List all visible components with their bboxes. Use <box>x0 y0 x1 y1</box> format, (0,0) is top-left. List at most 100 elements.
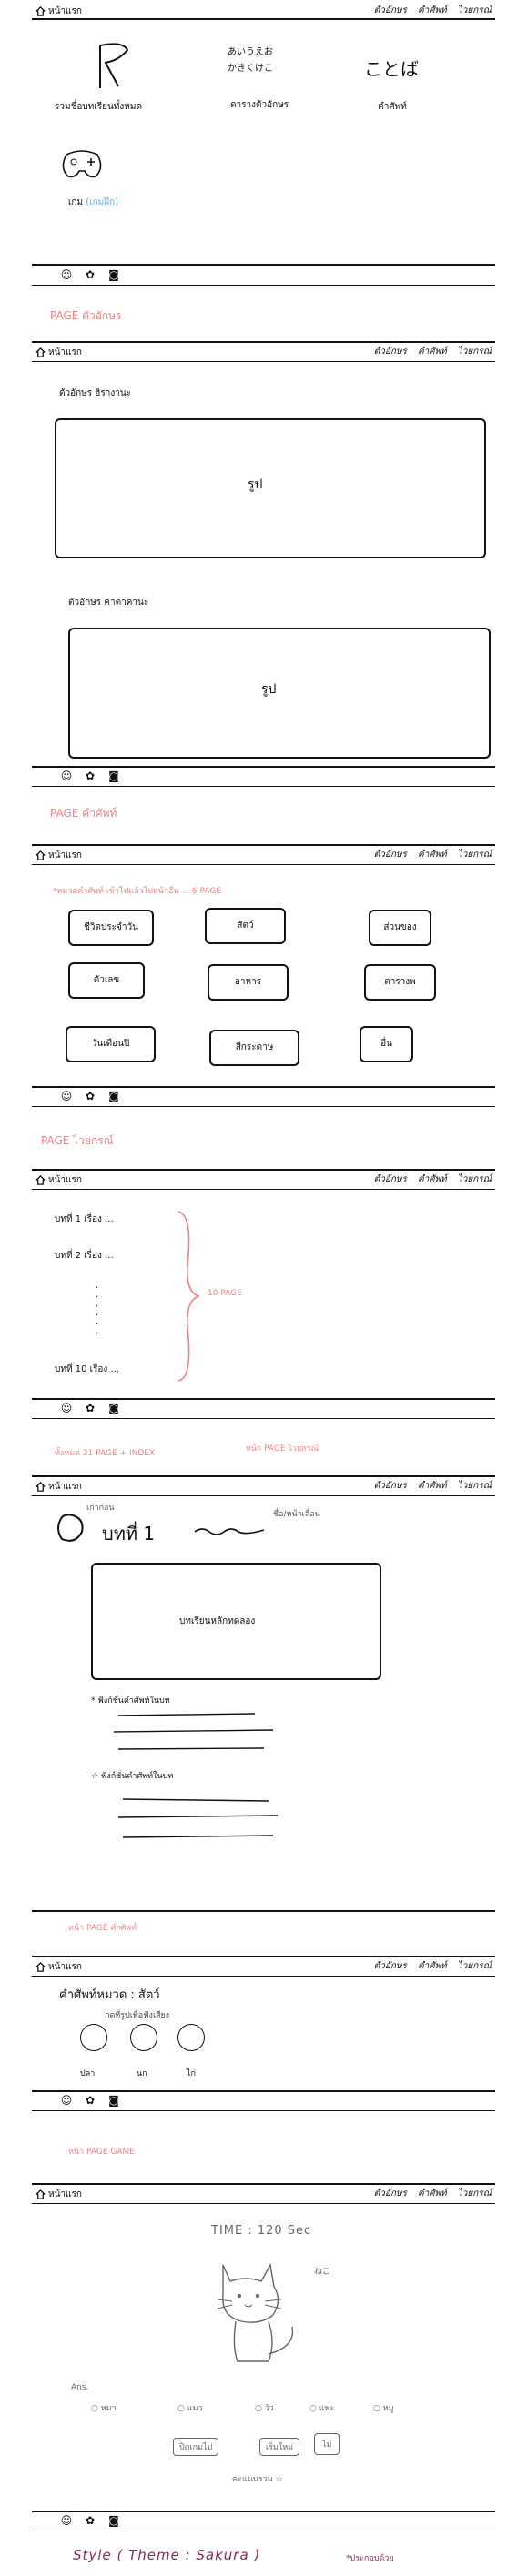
nav-grammar[interactable]: ไวยกรณ์ <box>457 1961 492 1971</box>
nav-letters[interactable]: ตัวอักษร <box>373 2189 407 2199</box>
lesson-lines-1 <box>113 1713 274 1750</box>
choice-4[interactable]: ○ แพะ <box>309 2404 335 2413</box>
vocab-category-2[interactable]: ส่วนของ <box>369 910 431 946</box>
lesson-title-squiggle <box>194 1528 265 1535</box>
nav-bar: หน้าแรก ตัวอักษร คำศัพท์ ไวยกรณ์ <box>32 341 495 361</box>
letters-table-card[interactable]: あいうえお かきくけこ ตารางตัวอักษร <box>228 47 289 110</box>
footer-icons: ☺ ✿ ◙ <box>60 2514 120 2527</box>
nav-bar: หน้าแรก ตัวอักษร คำศัพท์ ไวยกรณ์ <box>32 2183 495 2203</box>
footer-icons: ☺ ✿ ◙ <box>60 268 120 281</box>
lesson-list-card[interactable]: รวมชื่อบทเรียนทั้งหมด <box>55 41 146 123</box>
nav-home[interactable]: หน้าแรก <box>35 5 82 18</box>
nav-vocab[interactable]: คำศัพท์ <box>417 850 447 860</box>
nav-home[interactable]: หน้าแรก <box>35 849 82 862</box>
total-score: คะแนนรวม ☆ <box>232 2475 283 2484</box>
hiragana-image-box: รูป <box>55 418 486 558</box>
lesson-lines-2 <box>117 1798 279 1838</box>
nav-letters[interactable]: ตัวอักษร <box>373 1481 407 1491</box>
grammar-item-10[interactable]: บทที่ 10 เรื่อง ... <box>55 1364 120 1374</box>
footer-icon-1[interactable]: ☺ <box>60 268 73 281</box>
vocab-word-pic-2[interactable] <box>130 2024 157 2051</box>
home-icon <box>35 6 46 16</box>
nav-letters[interactable]: ตัวอักษร <box>373 5 407 15</box>
game-word: ねこ <box>314 2268 331 2277</box>
footer-icon-1[interactable]: ☺ <box>60 1090 73 1102</box>
vocab-category-3[interactable]: ตัวเลข <box>68 962 145 999</box>
nav-grammar[interactable]: ไวยกรณ์ <box>457 850 492 860</box>
vocab-category-6[interactable]: วันเดือนปี <box>66 1026 156 1062</box>
choice-2[interactable]: ○ แมว <box>177 2404 203 2413</box>
nav-vocab[interactable]: คำศัพท์ <box>417 347 447 357</box>
nav-grammar[interactable]: ไวยกรณ์ <box>457 347 492 357</box>
game-card[interactable]: เกม (เกมฝึก) <box>55 146 155 218</box>
nav-vocab[interactable]: คำศัพท์ <box>417 1961 447 1971</box>
vocab-card[interactable]: ことば คำศัพท์ <box>364 58 419 112</box>
nav-home[interactable]: หน้าแรก <box>35 1480 82 1494</box>
nav-vocab[interactable]: คำศัพท์ <box>417 1481 447 1491</box>
nav-grammar[interactable]: ไวยกรณ์ <box>457 2189 492 2199</box>
nav-grammar[interactable]: ไวยกรณ์ <box>457 5 492 15</box>
footer-icon-3[interactable]: ◙ <box>108 2094 119 2107</box>
grammar-item-1[interactable]: บทที่ 1 เรื่อง ... <box>55 1214 114 1224</box>
vocab-category-8[interactable]: อื่น <box>360 1026 413 1062</box>
lesson-bullet-2: ☆ ฟังก์ชั่นคำศัพท์ในบท <box>91 1772 174 1781</box>
game-timer: TIME : 120 Sec <box>211 2224 312 2238</box>
vocab-category-0[interactable]: ชีวิตประจำวัน <box>68 910 154 946</box>
footer-icon-2[interactable]: ✿ <box>85 1090 96 1102</box>
choice-1[interactable]: ○ หมา <box>91 2404 117 2413</box>
footer-icon-1[interactable]: ☺ <box>60 2514 73 2527</box>
lesson-page-title: หน้า PAGE ไวยกรณ์ <box>246 1444 319 1454</box>
nav-home[interactable]: หน้าแรก <box>35 346 82 359</box>
grammar-item-2[interactable]: บทที่ 2 เรื่อง ... <box>55 1251 114 1261</box>
nav-home[interactable]: หน้าแรก <box>35 1960 82 1974</box>
vocab-category-title: คำศัพท์หมวด : สัตว์ <box>59 1988 160 2002</box>
footer-icon-1[interactable]: ☺ <box>60 770 73 782</box>
footer-icon-3[interactable]: ◙ <box>108 268 119 281</box>
choice-3[interactable]: ○ วัว <box>255 2404 274 2413</box>
nav-grammar[interactable]: ไวยกรณ์ <box>457 1174 492 1184</box>
vocab-category-1[interactable]: สัตว์ <box>205 908 286 944</box>
choice-5[interactable]: ○ หมู <box>373 2404 394 2413</box>
nav-letters[interactable]: ตัวอักษร <box>373 347 407 357</box>
nav-home[interactable]: หน้าแรก <box>35 2188 82 2201</box>
game-button-no[interactable]: ไม่ <box>314 2433 340 2455</box>
footer-icon-1[interactable]: ☺ <box>60 2094 73 2107</box>
nav-letters[interactable]: ตัวอักษร <box>373 1961 407 1971</box>
vocab-category-5[interactable]: ตารางพ <box>364 964 436 1001</box>
lesson-back-note: เก่าก่อน <box>86 1504 115 1513</box>
vocab-category-4[interactable]: อาหาร <box>208 964 289 1001</box>
nav-vocab[interactable]: คำศัพท์ <box>417 5 447 15</box>
vocab-word-1: ปลา <box>80 2069 96 2078</box>
vocab-word-pic-3[interactable] <box>177 2024 205 2051</box>
nav-home[interactable]: หน้าแรก <box>35 1173 82 1187</box>
game-page-title: หน้า PAGE GAME <box>68 2148 135 2157</box>
nav-grammar[interactable]: ไวยกรณ์ <box>457 1481 492 1491</box>
footer-icon-3[interactable]: ◙ <box>108 1090 119 1102</box>
footer-icon-2[interactable]: ✿ <box>85 770 96 782</box>
vocab-category-7[interactable]: สีกระดาษ <box>209 1030 299 1066</box>
answer-label: Ans. <box>71 2383 89 2392</box>
vocab-word-pic-1[interactable] <box>80 2024 107 2051</box>
game-button-quit[interactable]: ปิดเกมไป <box>173 2438 219 2456</box>
nav-vocab[interactable]: คำศัพท์ <box>417 2189 447 2199</box>
footer-icon-2[interactable]: ✿ <box>85 2514 96 2527</box>
nav-letters[interactable]: ตัวอักษร <box>373 850 407 860</box>
footer-icons: ☺ ✿ ◙ <box>60 1090 120 1102</box>
game-button-restart[interactable]: เริ่มใหม่ <box>259 2438 300 2456</box>
footer-icon-3[interactable]: ◙ <box>108 2514 119 2527</box>
nav-letters[interactable]: ตัวอักษร <box>373 1174 407 1184</box>
back-arrow-icon[interactable] <box>53 1510 89 1546</box>
nav-bar: หน้าแรก ตัวอักษร คำศัพท์ ไวยกรณ์ <box>32 1475 495 1495</box>
footer-icon-2[interactable]: ✿ <box>85 1402 96 1414</box>
footer-icon-2[interactable]: ✿ <box>85 268 96 281</box>
lesson-bullet-1: * ฟังก์ชั่นคำศัพท์ในบท <box>91 1696 170 1706</box>
nav-vocab[interactable]: คำศัพท์ <box>417 1174 447 1184</box>
grammar-ellipsis: ······ <box>96 1283 99 1339</box>
footer-icon-3[interactable]: ◙ <box>108 770 119 782</box>
katakana-heading: ตัวอักษร คาตาคานะ <box>68 598 149 608</box>
vocab-page-title: หน้า PAGE คำศัพท์ <box>68 1924 137 1933</box>
footer-icon-1[interactable]: ☺ <box>60 1402 73 1414</box>
footer-icon-2[interactable]: ✿ <box>85 2094 96 2107</box>
nav-bar: หน้าแรก ตัวอักษร คำศัพท์ ไวยกรณ์ <box>32 1169 495 1189</box>
footer-icon-3[interactable]: ◙ <box>108 1402 119 1414</box>
